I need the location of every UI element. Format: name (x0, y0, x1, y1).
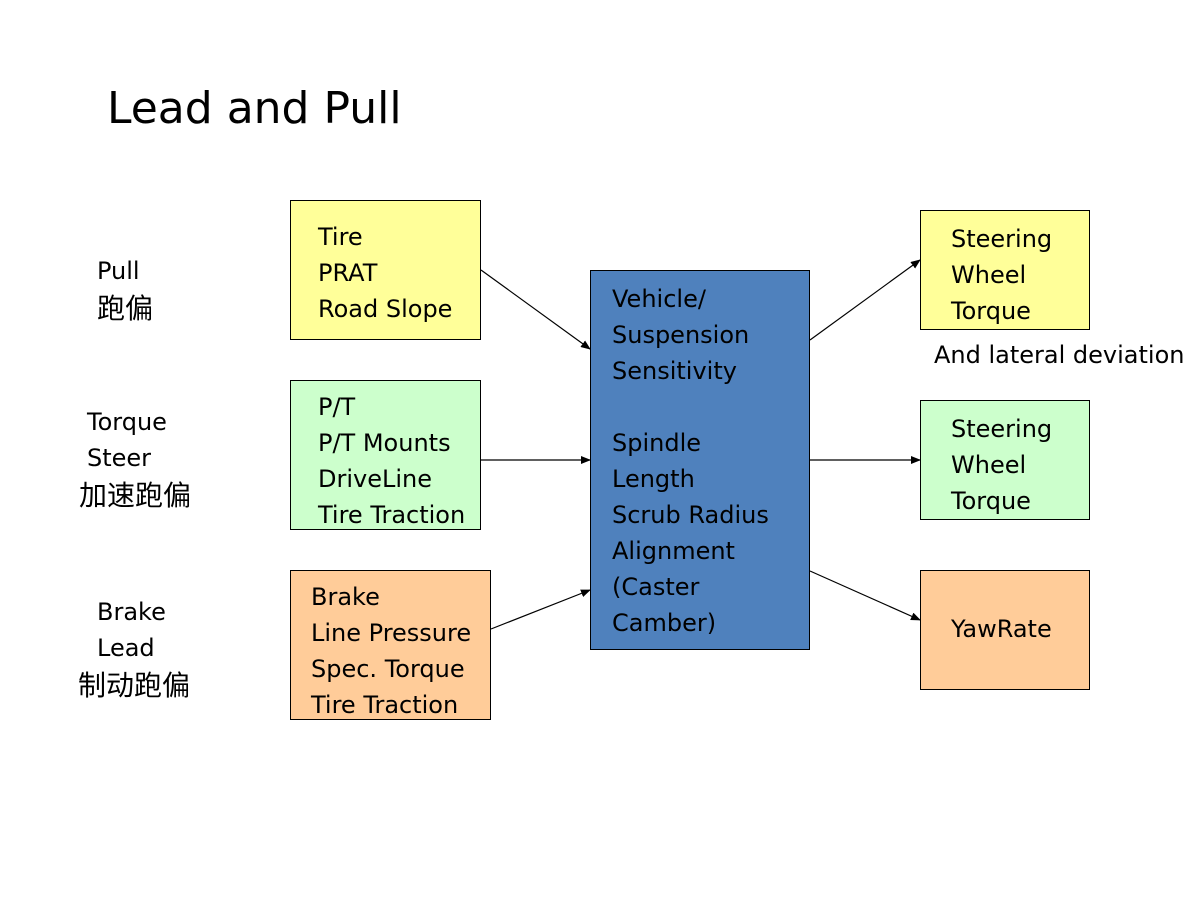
pull-label-text: Pull (97, 257, 140, 285)
output-line: Wheel (951, 261, 1027, 289)
arrow-brake-to-center (490, 589, 591, 630)
arrow-center-to-swt1 (809, 259, 921, 341)
torque-steer-input-item: Tire Traction (318, 501, 466, 529)
vehicle-sensitivity-box: Vehicle/ Suspension Sensitivity Spindle … (590, 270, 810, 650)
torque-steer-input-item: DriveLine (318, 465, 432, 493)
brake-input-item: Line Pressure (311, 619, 472, 647)
center-line: (Caster (612, 573, 700, 601)
center-line: Sensitivity (612, 357, 737, 385)
center-line: Vehicle/ (612, 285, 706, 313)
arrow-center-to-yaw (809, 570, 921, 621)
output-line: Torque (951, 297, 1031, 325)
torque-steer-label-line1: Torque (87, 408, 167, 436)
output-line: Steering (951, 225, 1053, 253)
pull-input-item: Tire (318, 223, 363, 251)
torque-steer-label: Torque Steer 加速跑偏 (79, 404, 191, 516)
center-line: Spindle (612, 429, 702, 457)
torque-steer-label-chinese: 加速跑偏 (79, 479, 192, 512)
center-line: Camber) (612, 609, 717, 637)
torque-steer-input-item: P/T (318, 393, 356, 421)
brake-lead-label: Brake Lead 制动跑偏 (78, 594, 190, 706)
brake-lead-label-line1: Brake (97, 598, 166, 626)
center-line: Alignment (612, 537, 735, 565)
center-line: Suspension (612, 321, 750, 349)
lateral-deviation-note: And lateral deviation (934, 341, 1185, 369)
center-line: Length (612, 465, 695, 493)
brake-input-item: Spec. Torque (311, 655, 465, 683)
brake-lead-label-line2: Lead (97, 634, 155, 662)
brake-lead-label-chinese: 制动跑偏 (78, 669, 191, 702)
brake-inputs-box: Brake Line Pressure Spec. Torque Tire Tr… (290, 570, 491, 720)
yaw-rate-box: YawRate (920, 570, 1090, 690)
arrow-pull-to-center (480, 269, 591, 350)
output-line: Torque (951, 487, 1031, 515)
page-title: Lead and Pull (107, 83, 402, 134)
pull-inputs-box: Tire PRAT Road Slope (290, 200, 481, 340)
pull-label-chinese: 跑偏 (97, 292, 154, 325)
brake-input-item: Tire Traction (311, 691, 459, 719)
center-line: Scrub Radius (612, 501, 769, 529)
brake-input-item: Brake (311, 583, 380, 611)
output-line: YawRate (951, 615, 1052, 643)
output-line: Wheel (951, 451, 1027, 479)
pull-label: Pull 跑偏 (97, 253, 153, 329)
pull-input-item: PRAT (318, 259, 378, 287)
torque-steer-input-item: P/T Mounts (318, 429, 451, 457)
torque-steer-inputs-box: P/T P/T Mounts DriveLine Tire Traction (290, 380, 481, 530)
torque-steer-label-line2: Steer (87, 444, 152, 472)
pull-input-item: Road Slope (318, 295, 453, 323)
output-line: Steering (951, 415, 1053, 443)
steering-wheel-torque-box-1: Steering Wheel Torque (920, 210, 1090, 330)
steering-wheel-torque-box-2: Steering Wheel Torque (920, 400, 1090, 520)
